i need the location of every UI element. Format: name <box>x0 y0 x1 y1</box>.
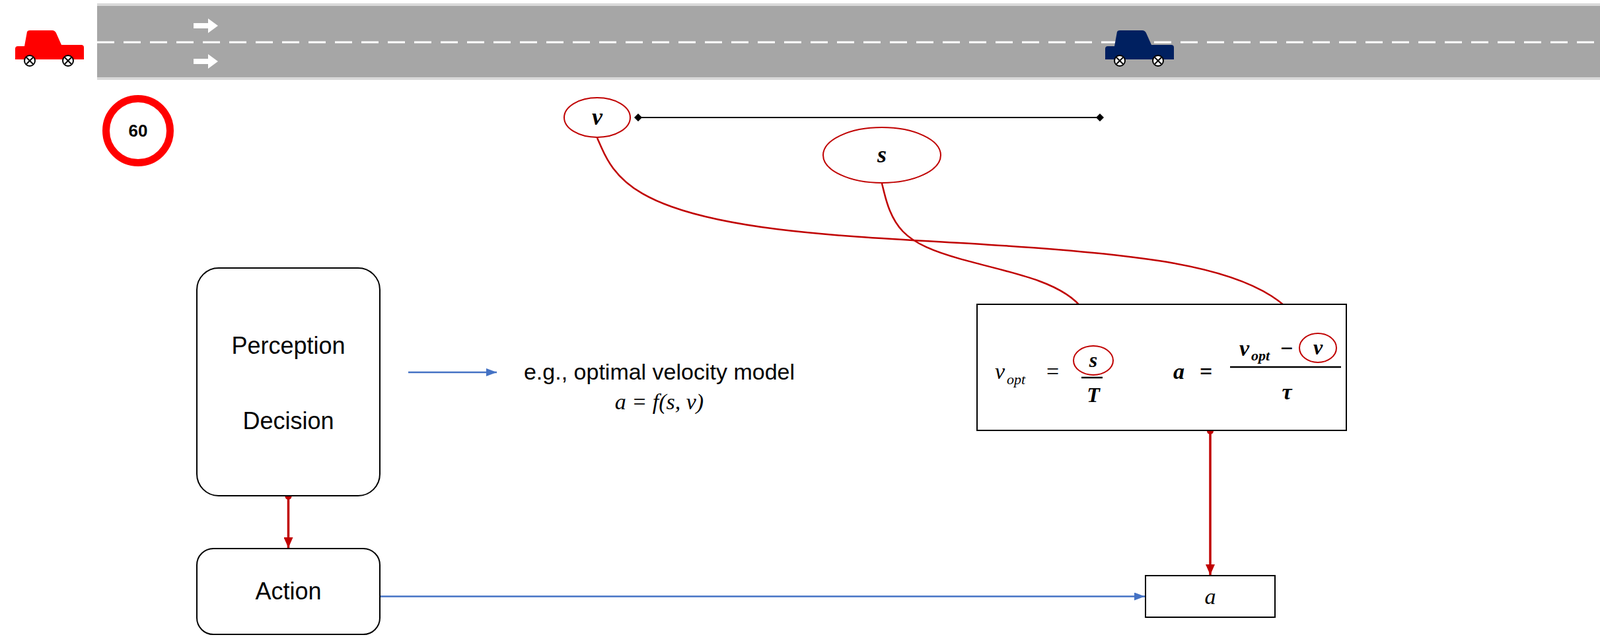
following-car <box>15 30 84 67</box>
road <box>97 3 1600 80</box>
formula-box: vopt=Ta=vopt−τsv <box>976 303 1347 432</box>
flow-arrow <box>287 496 291 549</box>
fraction-bar <box>1081 377 1103 380</box>
formula-operator: − <box>1280 336 1293 361</box>
road-edge-line <box>97 77 1600 80</box>
variable-symbol: v <box>591 104 603 131</box>
car-wheel <box>1154 57 1162 65</box>
car-wheel <box>1114 55 1126 67</box>
model-formula: a = f(s, v) <box>615 389 704 415</box>
formula-symbol: τ <box>1281 379 1292 405</box>
fraction-bar <box>1230 366 1342 369</box>
formula-symbol: v <box>994 359 1005 384</box>
node-outline <box>823 127 941 183</box>
output-box: a <box>1144 575 1276 619</box>
mapping-arrow <box>380 595 1145 598</box>
variable-symbol: s <box>877 142 887 169</box>
node-outline <box>564 97 631 138</box>
direction-arrow <box>193 54 219 69</box>
formula-symbol: v <box>1313 336 1323 360</box>
car-wheel <box>24 55 36 67</box>
gap-dimension-line <box>638 116 1100 119</box>
highlighted-term: v <box>1298 332 1338 364</box>
formula-symbol: T <box>1086 383 1100 407</box>
formula-subscript: opt <box>1006 371 1026 388</box>
dimension-end <box>634 113 643 122</box>
box-title: Decision <box>242 408 334 435</box>
dimension-end <box>1095 113 1104 122</box>
formula-symbol: v <box>1239 336 1250 361</box>
leading-car <box>1105 30 1174 67</box>
formula-operator: = <box>1046 359 1059 384</box>
car-body <box>1105 30 1174 60</box>
highlighted-term: s <box>1072 345 1114 376</box>
model-caption: e.g., optimal velocity model <box>523 360 795 385</box>
box-title: Perception <box>231 332 345 360</box>
process-box: Action <box>196 548 381 636</box>
node-outline <box>1299 333 1337 363</box>
car-body <box>15 30 84 60</box>
formula-symbol: a <box>1173 359 1185 384</box>
car-wheel <box>1116 57 1124 65</box>
car-wheel <box>26 57 34 65</box>
car-wheel <box>1152 55 1164 67</box>
flow-arrow <box>1208 431 1212 576</box>
node-outline <box>106 99 171 164</box>
speed-limit-value: 60 <box>128 121 148 141</box>
lane-divider <box>97 41 1600 44</box>
car-wheel <box>64 57 72 65</box>
car-wheel <box>62 55 74 67</box>
variable-ellipse: s <box>822 126 942 184</box>
road-edge-line <box>97 3 1600 6</box>
formula-subscript: opt <box>1251 348 1270 364</box>
fraction-bars <box>977 305 1346 431</box>
output-symbol: a <box>1204 584 1217 610</box>
process-box: PerceptionDecision <box>196 267 381 497</box>
box-title: Action <box>254 578 322 606</box>
direction-arrow <box>193 18 219 34</box>
variable-ellipse: v <box>563 97 631 139</box>
pointer-arrow <box>408 371 497 374</box>
formula-operator: = <box>1199 359 1213 384</box>
formula-symbol: s <box>1089 348 1098 372</box>
speed-limit-sign: 60 <box>102 95 174 167</box>
node-outline <box>1073 346 1114 376</box>
